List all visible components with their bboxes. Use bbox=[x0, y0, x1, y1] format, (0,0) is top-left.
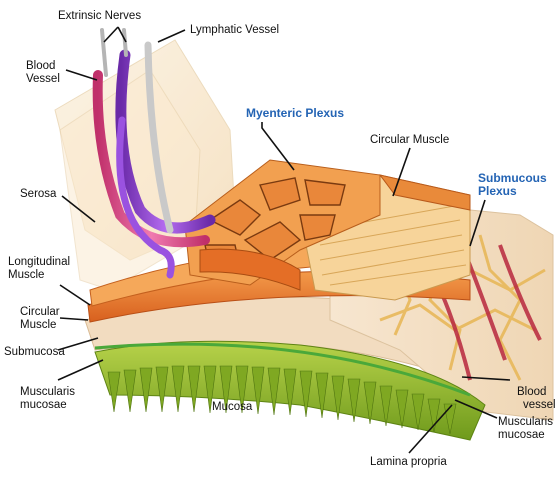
label-blood-vessel-right-line2: vessel bbox=[517, 399, 555, 412]
label-muscularis-mucosae-right: Muscularis mucosae bbox=[498, 416, 553, 442]
label-circular-muscle-left-line1: Circular bbox=[20, 306, 60, 319]
label-submucous-plexus: Submucous Plexus bbox=[478, 172, 547, 198]
label-lymphatic-vessel: Lymphatic Vessel bbox=[190, 24, 279, 37]
label-submucosa: Submucosa bbox=[4, 346, 65, 359]
label-blood-vessel-right-line1: Blood bbox=[517, 386, 555, 399]
label-longitudinal-muscle-line2: Muscle bbox=[8, 269, 70, 282]
label-muscularis-mucosae-right-line2: mucosae bbox=[498, 429, 553, 442]
label-serosa: Serosa bbox=[20, 188, 56, 201]
label-blood-vessel-left: Blood Vessel bbox=[26, 60, 60, 86]
extrinsic-nerve-grey bbox=[102, 30, 106, 75]
extrinsic-nerve-grey-2 bbox=[124, 30, 126, 55]
label-lamina-propria: Lamina propria bbox=[370, 456, 447, 469]
label-longitudinal-muscle: Longitudinal Muscle bbox=[8, 256, 70, 282]
label-circular-muscle-left: Circular Muscle bbox=[20, 306, 60, 332]
label-blood-vessel-left-line1: Blood bbox=[26, 60, 60, 73]
label-extrinsic-nerves: Extrinsic Nerves bbox=[58, 10, 141, 23]
label-myenteric-plexus: Myenteric Plexus bbox=[246, 107, 344, 120]
label-mucosa: Mucosa bbox=[212, 401, 252, 414]
label-muscularis-mucosae-left: Muscularis mucosae bbox=[20, 386, 75, 412]
label-circular-muscle-left-line2: Muscle bbox=[20, 319, 60, 332]
label-submucous-plexus-line2: Plexus bbox=[478, 185, 547, 198]
label-muscularis-mucosae-left-line2: mucosae bbox=[20, 399, 75, 412]
label-longitudinal-muscle-line1: Longitudinal bbox=[8, 256, 70, 269]
label-circular-muscle-top: Circular Muscle bbox=[370, 134, 449, 147]
label-muscularis-mucosae-right-line1: Muscularis bbox=[498, 416, 553, 429]
label-blood-vessel-right: Blood vessel bbox=[517, 386, 555, 412]
label-muscularis-mucosae-left-line1: Muscularis bbox=[20, 386, 75, 399]
label-blood-vessel-left-line2: Vessel bbox=[26, 73, 60, 86]
